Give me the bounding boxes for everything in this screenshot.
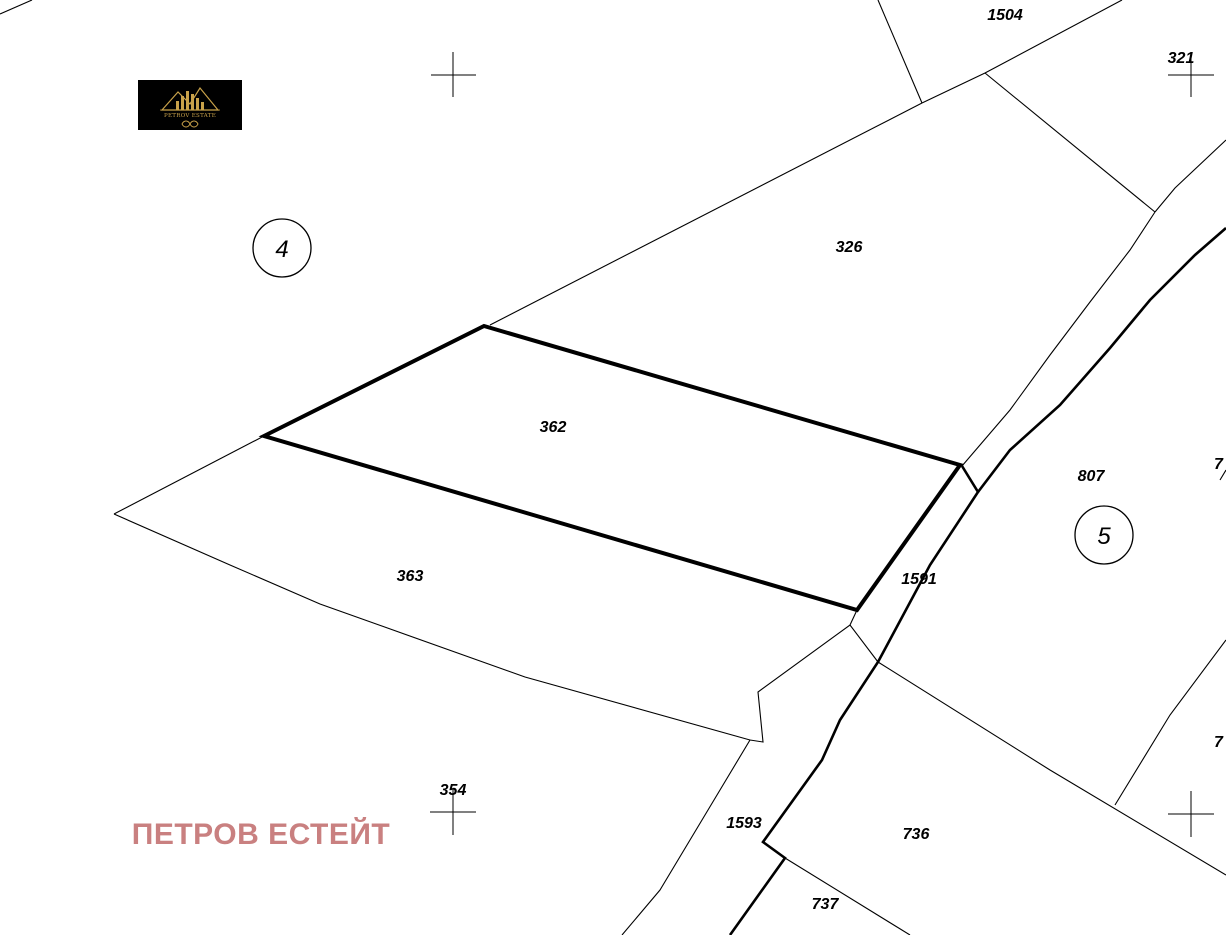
survey-cross-icon [1168, 791, 1214, 837]
parcel-label-7-partial[interactable]: 7 [1214, 456, 1224, 473]
parcel-label-1593[interactable]: 1593 [726, 815, 762, 832]
zone-marker-5: 5 [1074, 505, 1134, 565]
parcel-label-737[interactable]: 737 [812, 896, 840, 913]
parcel-label-1591[interactable]: 1591 [901, 571, 937, 588]
parcel-label-807[interactable]: 807 [1078, 468, 1106, 485]
logo-text: PETROV ESTATE [164, 113, 216, 119]
parcel-label-7-partial[interactable]: 7 [1214, 734, 1224, 751]
zone-label: 5 [1097, 523, 1111, 550]
parcel-label-363[interactable]: 363 [397, 568, 424, 585]
highlighted-parcel-362[interactable] [258, 323, 964, 613]
mountain-city-logo-icon: PETROV ESTATE [160, 86, 220, 128]
survey-cross-icon [1168, 52, 1214, 97]
survey-crosses [430, 52, 1214, 837]
petrov-estate-logo: PETROV ESTATE [138, 80, 242, 130]
parcel-label-362[interactable]: 362 [540, 419, 567, 436]
survey-cross-icon [430, 789, 476, 835]
parcel-label-321[interactable]: 321 [1168, 50, 1195, 67]
parcel-label-354[interactable]: 354 [440, 782, 467, 799]
survey-cross-icon [431, 52, 476, 97]
parcel-label-326[interactable]: 326 [836, 239, 863, 256]
parcel-labels: 1504 321 326 362 363 807 1591 354 1593 7… [397, 7, 1224, 913]
parcel-label-736[interactable]: 736 [903, 826, 930, 843]
watermark-text: ПЕТРОВ ЕСТЕЙТ [132, 817, 391, 851]
road-boundaries [728, 227, 1226, 935]
zone-label: 4 [275, 236, 288, 263]
zone-marker-4: 4 [252, 218, 312, 278]
parcel-label-1504[interactable]: 1504 [987, 7, 1023, 24]
